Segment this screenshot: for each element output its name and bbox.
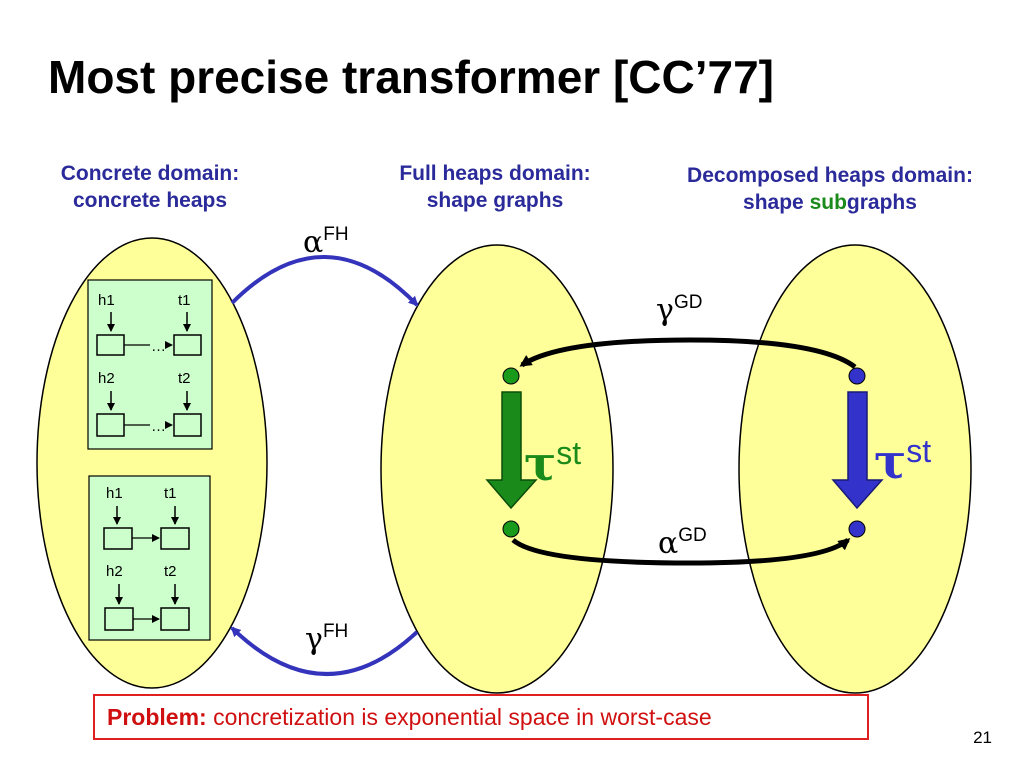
full-node-bottom	[502, 520, 520, 538]
line2-prefix: shape	[743, 191, 810, 214]
problem-text: concretization is exponential space in w…	[206, 704, 712, 730]
t1-label: t1	[178, 292, 191, 309]
concrete-domain-line2: concrete heaps	[72, 189, 228, 212]
t2-label: t2	[178, 370, 191, 387]
line2-suffix: graphs	[846, 191, 917, 214]
heap-box-2: h1 t1 h2 t2	[88, 475, 211, 641]
h2-label: h2	[106, 563, 123, 580]
page-number: 21	[973, 728, 992, 747]
gamma-gd-label: γGD	[656, 292, 702, 328]
tau-green-label: τst	[524, 435, 581, 492]
gamma-fh-arrow	[230, 626, 419, 676]
problem-callout: Problem: concretization is exponential s…	[93, 694, 869, 740]
concrete-domain-label: Concrete domain: concrete heaps	[30, 160, 270, 214]
full-heaps-domain-label: Full heaps domain: shape graphs	[370, 160, 620, 214]
alpha-fh-label: αFH	[303, 224, 349, 260]
h2-label: h2	[98, 370, 115, 387]
decomposed-heaps-domain-line1: Decomposed heaps domain:	[687, 164, 973, 187]
tau-green-arrow	[485, 391, 538, 510]
full-heaps-ellipse	[380, 244, 614, 694]
dots-2: …	[151, 418, 166, 435]
decomposed-node-top	[848, 367, 866, 385]
decomposed-node-bottom	[848, 520, 866, 538]
tau-blue-arrow	[831, 391, 884, 510]
problem-label: Problem:	[107, 704, 207, 730]
full-node-top	[502, 367, 520, 385]
line2-highlight: sub	[809, 191, 847, 214]
full-heaps-domain-line2: shape graphs	[426, 189, 564, 212]
gamma-fh-label: γFH	[305, 621, 348, 657]
gamma-gd-arrow	[519, 337, 857, 370]
page-title: Most precise transformer [CC’77]	[48, 51, 774, 103]
tau-blue-label: τst	[874, 433, 931, 490]
t1-label: t1	[164, 485, 177, 502]
t2-label: t2	[164, 563, 177, 580]
alpha-fh-arrow	[230, 255, 419, 307]
full-heaps-domain-line1: Full heaps domain:	[399, 162, 591, 185]
dots-1: …	[151, 338, 166, 355]
alpha-gd-arrow	[511, 537, 851, 566]
concrete-domain-line1: Concrete domain:	[60, 162, 240, 185]
heap-box-1: h1 t1 … h2 t2 …	[87, 279, 213, 450]
decomposed-heaps-domain-label: Decomposed heaps domain: shape subgraphs	[640, 162, 1020, 216]
h1-label: h1	[106, 485, 123, 502]
h1-label: h1	[98, 292, 115, 309]
decomposed-heaps-domain-line2: shape subgraphs	[640, 189, 1020, 216]
alpha-gd-label: αGD	[658, 525, 707, 561]
